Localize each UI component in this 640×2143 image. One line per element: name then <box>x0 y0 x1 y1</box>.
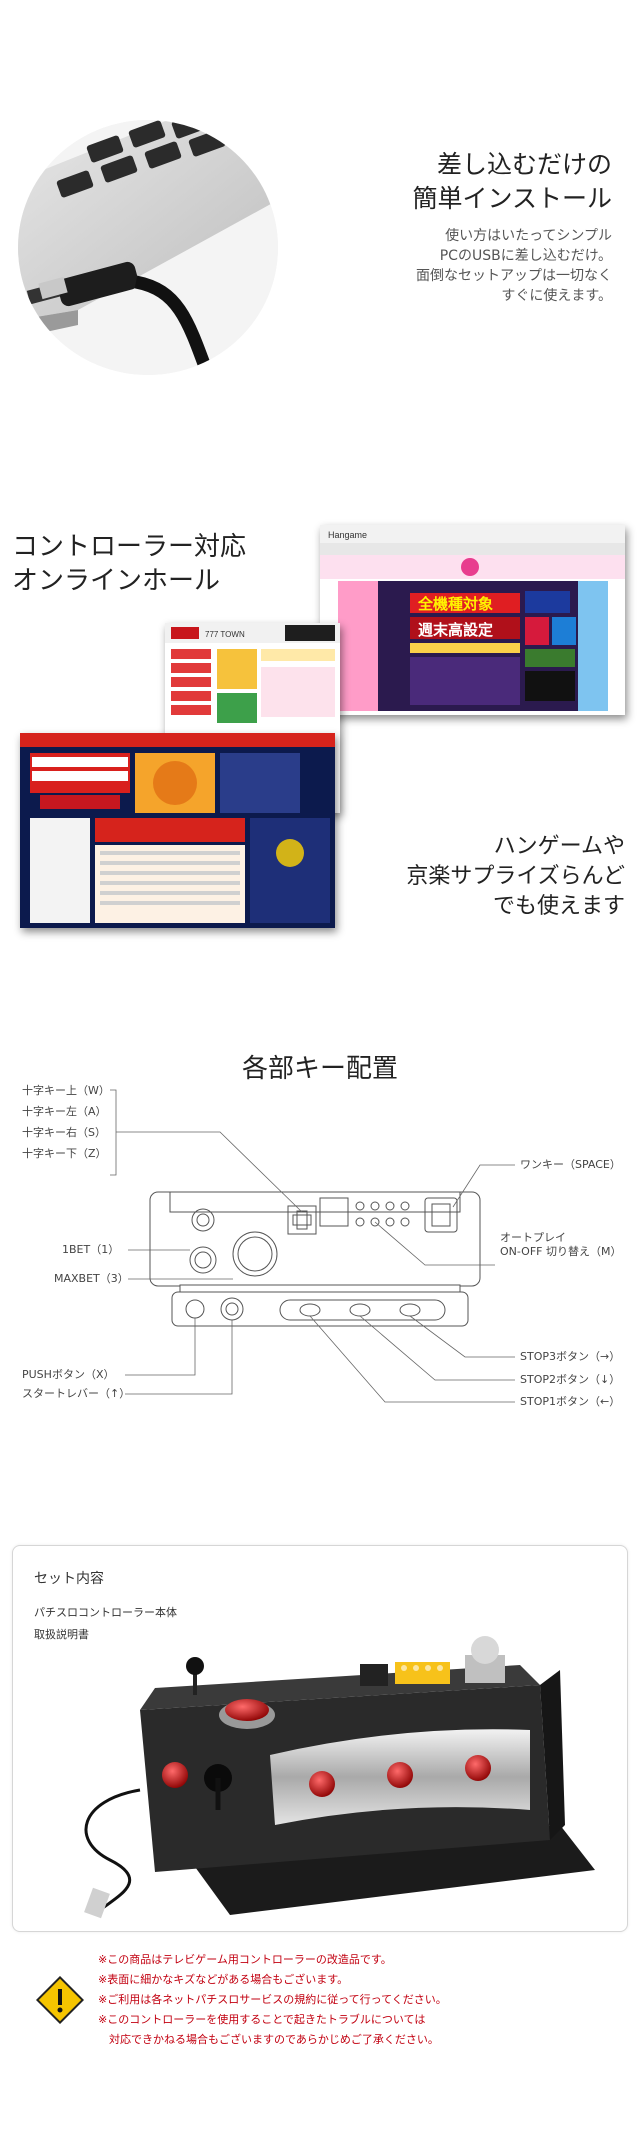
usb-install-photo <box>18 120 278 375</box>
hangame-banner-line-1: 全機種対象 <box>417 595 493 613</box>
label-lever: スタートレバー（↑） <box>22 1387 131 1400</box>
set-item: パチスロコントローラー本体 <box>34 1606 177 1619</box>
install-heading-line-1: 差し込むだけの <box>436 150 612 179</box>
label-left: 十字キー左（A） <box>22 1105 107 1118</box>
online-heading-line-2: オンラインホール <box>12 566 221 596</box>
kyoraku-screenshot <box>20 733 335 928</box>
set-contents-title: セット内容 <box>34 1571 104 1587</box>
install-text-line: 使い方はいたってシンプル <box>445 228 612 244</box>
set-item: 取扱説明書 <box>34 1628 89 1641</box>
777town-brand: 777 TOWN <box>205 630 245 639</box>
install-heading: 差し込むだけの 簡単インストール <box>352 148 612 216</box>
label-autoplay-line-2: ON-OFF 切り替え（M） <box>500 1245 622 1258</box>
note-item: ※表面に細かなキズなどがある場合もございます。 <box>98 1973 349 1986</box>
label-wankey: ワンキー（SPACE） <box>520 1158 621 1171</box>
note-item: ※このコントローラーを使用することで起きたトラブルについては <box>98 2013 426 2026</box>
hangame-screenshot: Hangame 全機種対象 週末高設定 <box>320 525 625 715</box>
label-stop3: STOP3ボタン（→） <box>520 1350 621 1363</box>
hangame-banner-line-2: 週末高設定 <box>418 621 493 639</box>
note-item: ※ご利用は各ネットパチスロサービスの規約に従って行ってください。 <box>98 1993 447 2006</box>
online-text-line: でも使えます <box>492 894 625 919</box>
label-autoplay: オートプレイ ON-OFF 切り替え（M） <box>500 1231 621 1259</box>
label-down: 十字キー下（Z） <box>22 1147 107 1160</box>
note-item: ※この商品はテレビゲーム用コントローラーの改造品です。 <box>98 1953 392 1966</box>
key-layout-heading: 各部キー配置 <box>241 1054 398 1084</box>
install-description: 使い方はいたってシンプル PCのUSBに差し込むだけ。 面倒なセットアップは一切… <box>340 226 612 306</box>
label-maxbet: MAXBET（3） <box>54 1272 129 1285</box>
notes-list: ※この商品はテレビゲーム用コントローラーの改造品です。 ※表面に細かなキズなどが… <box>98 1950 618 2050</box>
key-layout-diagram <box>110 1089 515 1403</box>
install-text-line: PCのUSBに差し込むだけ。 <box>439 248 612 264</box>
label-autoplay-line-1: オートプレイ <box>500 1231 566 1244</box>
note-item: 対応できかねる場合もございますのであらかじめご了承ください。 <box>98 2033 439 2046</box>
install-text-line: すぐに使えます。 <box>501 288 612 304</box>
online-text-line: ハンゲームや <box>493 834 625 859</box>
label-stop2: STOP2ボタン（↓） <box>520 1373 621 1386</box>
label-1bet: 1BET（1） <box>62 1243 120 1256</box>
controller-photo <box>84 1636 595 1919</box>
hangame-brand: Hangame <box>328 530 367 540</box>
online-heading: コントローラー対応 オンラインホール <box>12 530 332 598</box>
label-push: PUSHボタン（X） <box>22 1368 115 1381</box>
warning-icon <box>36 1976 84 2024</box>
online-text-line: 京楽サプライズらんど <box>406 864 625 889</box>
set-contents-list: パチスロコントローラー本体 取扱説明書 <box>34 1602 177 1646</box>
install-text-line: 面倒なセットアップは一切なく <box>416 268 612 284</box>
label-right: 十字キー右（S） <box>22 1126 106 1139</box>
online-description: ハンゲームや 京楽サプライズらんど でも使えます <box>350 832 625 922</box>
install-heading-line-2: 簡単インストール <box>412 184 612 213</box>
label-up: 十字キー上（W） <box>22 1084 110 1097</box>
online-heading-line-1: コントローラー対応 <box>12 532 247 562</box>
label-stop1: STOP1ボタン（←） <box>520 1395 621 1408</box>
